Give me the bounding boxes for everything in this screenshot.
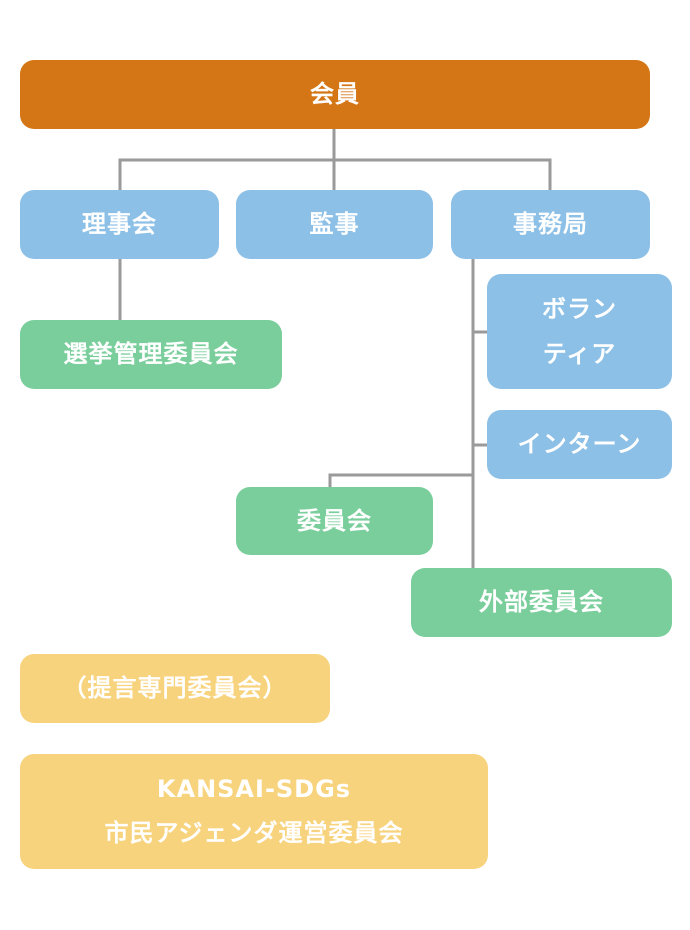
election-committee-node: 選挙管理委員会 <box>20 320 282 389</box>
intern-label: インターン <box>517 430 642 459</box>
kansai-sdgs-label-line-2: 市民アジェンダ運営委員会 <box>104 818 404 847</box>
volunteer-node: ボラン ティア <box>487 274 672 389</box>
volunteer-label-line-1: ボラン <box>542 295 617 324</box>
committee-label: 委員会 <box>297 506 372 535</box>
election-committee-label: 選挙管理委員会 <box>63 340 239 369</box>
proposal-committee-node: （提言専門委員会） <box>20 654 330 723</box>
volunteer-label-line-2: ティア <box>542 339 617 368</box>
auditor-label: 監事 <box>309 210 360 239</box>
board-label: 理事会 <box>82 210 157 239</box>
external-committee-label: 外部委員会 <box>479 588 604 617</box>
members-node: 会員 <box>20 60 650 129</box>
kansai-sdgs-label-line-1: KANSAI-SDGs <box>156 775 352 804</box>
secretariat-node: 事務局 <box>451 190 650 259</box>
intern-node: インターン <box>487 410 672 479</box>
external-committee-node: 外部委員会 <box>411 568 672 637</box>
auditor-node: 監事 <box>236 190 433 259</box>
proposal-committee-label: （提言専門委員会） <box>62 674 288 703</box>
board-node: 理事会 <box>20 190 219 259</box>
secretariat-label: 事務局 <box>513 210 588 239</box>
committee-node: 委員会 <box>236 487 433 555</box>
members-label: 会員 <box>310 80 360 109</box>
kansai-sdgs-node: KANSAI-SDGs 市民アジェンダ運営委員会 <box>20 754 488 869</box>
